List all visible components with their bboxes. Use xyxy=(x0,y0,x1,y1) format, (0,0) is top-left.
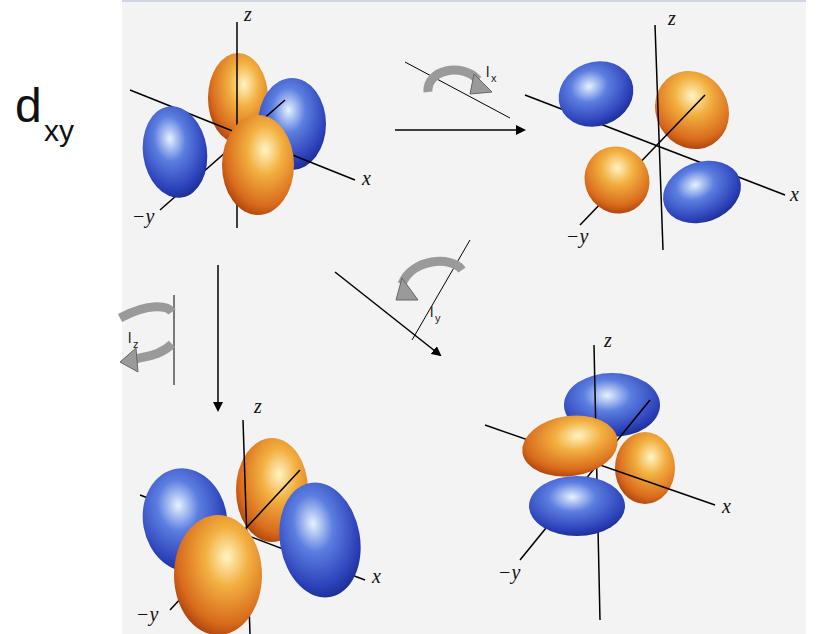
operator-label: l xyxy=(128,330,131,345)
axis-label: z xyxy=(668,8,676,28)
transform-arrow xyxy=(217,265,219,410)
rotation-symbol xyxy=(120,295,174,385)
axis-label: x xyxy=(722,496,731,516)
orbital-original xyxy=(130,22,355,228)
axis-label: z xyxy=(604,330,612,350)
rotation-symbol xyxy=(396,240,470,340)
axis-label: x xyxy=(372,566,381,586)
axis-label: x xyxy=(790,184,799,204)
transform-arrow xyxy=(335,272,440,355)
orbital-rotated-y xyxy=(485,345,715,620)
title-symbol: d xyxy=(15,82,42,130)
operator-label: l xyxy=(430,304,433,319)
axis-label: −y xyxy=(136,604,158,624)
axis-label: −y xyxy=(132,206,154,226)
title-subscript: xy xyxy=(44,116,74,146)
operator-subscript: y xyxy=(435,313,441,324)
operator-subscript: z xyxy=(133,339,139,350)
axis-label: −y xyxy=(498,562,520,582)
panel-ground xyxy=(122,0,806,634)
orbital-rotated-x xyxy=(525,25,785,250)
axis-label: −y xyxy=(566,226,588,246)
operator-subscript: x xyxy=(491,73,497,84)
operator-label: l xyxy=(486,64,489,79)
transform-arrow xyxy=(395,129,524,131)
axis-label: z xyxy=(244,4,252,24)
orbital-rotated-z xyxy=(135,420,370,634)
rotation-symbol xyxy=(405,62,510,118)
axis-label: z xyxy=(254,396,262,416)
axis-label: x xyxy=(362,168,371,188)
